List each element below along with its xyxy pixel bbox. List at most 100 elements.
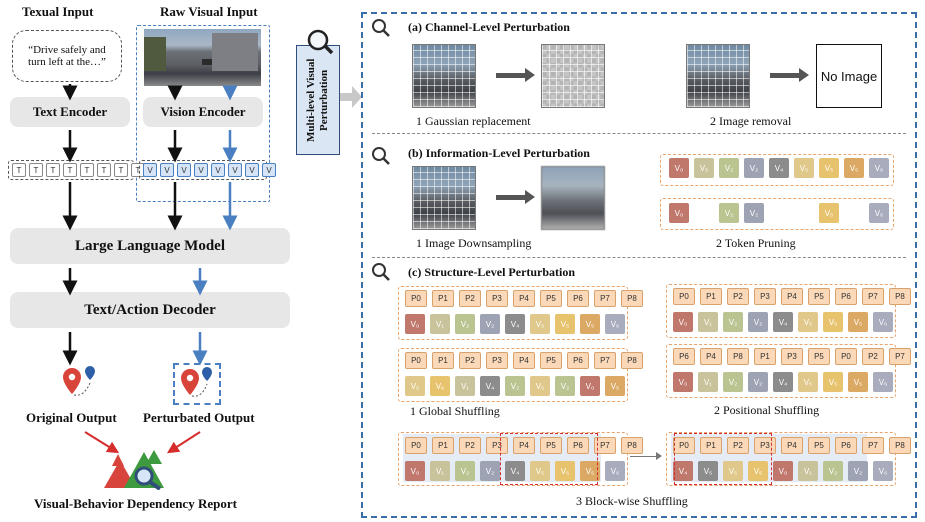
vision-token: V (194, 163, 208, 177)
visual-token: V₆ (869, 203, 889, 223)
visual-token: V₁ (798, 461, 818, 481)
original-output-pin-icon (60, 364, 100, 400)
visual-token: V₂ (505, 376, 525, 396)
position-token: P0 (405, 437, 427, 454)
position-token: P7 (862, 437, 884, 454)
visual-token: V₁ (430, 314, 450, 334)
visual-token: V₅ (555, 314, 575, 334)
visual-token: V₅ (819, 203, 839, 223)
position-token: P4 (513, 437, 535, 454)
position-token: P8 (621, 290, 643, 307)
raw-visual-input-header: Raw Visual Input (160, 4, 258, 19)
position-token: P4 (781, 437, 803, 454)
visual-token: V₅ (823, 312, 843, 332)
text-token-row: T T T T T T T T (12, 163, 145, 177)
visual-token: V₅ (798, 312, 818, 332)
vision-token: V (211, 163, 225, 177)
flow-arrow-icon (340, 86, 362, 108)
visual-token (694, 203, 714, 223)
visual-token: V₁ (698, 372, 718, 392)
right-panel-frame (361, 12, 917, 518)
visual-token (844, 203, 864, 223)
visual-token (769, 203, 789, 223)
position-token: P6 (567, 437, 589, 454)
global-shuffle-top-frame (398, 286, 628, 340)
block-wise-shuffling-caption: 3 Block-wise Shuffling (576, 494, 688, 508)
position-token: P3 (754, 288, 776, 305)
visual-token: V₅ (530, 461, 550, 481)
image-downsampling-caption: 1 Image Downsampling (416, 236, 532, 250)
visual-token: V₅ (848, 372, 868, 392)
decoder-box: Text/Action Decoder (10, 292, 290, 328)
visual-token: V₂ (719, 203, 739, 223)
grid-image-original (686, 44, 750, 108)
visual-token: V₆ (873, 372, 893, 392)
text-token: T (114, 163, 128, 177)
global-shuffling-caption: 1 Global Shuffling (410, 404, 500, 418)
vision-encoder-box: Vision Encoder (143, 97, 263, 127)
token-pruning-bottom-frame (660, 198, 894, 230)
vision-token: V (245, 163, 259, 177)
section-divider (372, 257, 906, 258)
visual-token: V₄ (673, 461, 693, 481)
visual-token: V₅ (848, 312, 868, 332)
visual-token: V₅ (405, 376, 425, 396)
position-token: P4 (513, 352, 535, 369)
visual-token: V₆ (873, 461, 893, 481)
visual-token: V₂ (723, 372, 743, 392)
position-token: P5 (808, 348, 830, 365)
visual-token: V₄ (769, 158, 789, 178)
visual-token: V₅ (723, 461, 743, 481)
visual-token: V₄ (773, 312, 793, 332)
visual-token: V₅ (798, 372, 818, 392)
vision-token: V (262, 163, 276, 177)
visual-token: V₀ (773, 461, 793, 481)
global-shuffle-bottom-frame (398, 348, 628, 402)
visual-token: V₄ (773, 372, 793, 392)
llm-box: Large Language Model (10, 228, 290, 264)
visual-token: V₂ (480, 461, 500, 481)
left-flow-arrows (62, 84, 238, 454)
visual-token: V₀ (669, 203, 689, 223)
visual-token: V₁ (455, 376, 475, 396)
visual-token: V₂ (748, 372, 768, 392)
text-token: T (12, 163, 26, 177)
section-divider (372, 133, 906, 134)
arrow-icon (496, 190, 535, 204)
position-token: P7 (594, 437, 616, 454)
position-token: P8 (621, 437, 643, 454)
perturbation-label-box: Multi-level Visual Perturbation (296, 45, 340, 155)
visual-token: V₀ (673, 372, 693, 392)
position-token: P7 (594, 290, 616, 307)
position-token: P3 (486, 290, 508, 307)
visual-token: V₀ (580, 376, 600, 396)
text-token: T (29, 163, 43, 177)
magnifier-icon (372, 263, 390, 281)
gaussian-replacement-caption: 1 Gaussian replacement (416, 114, 531, 128)
perturbated-output-label: Perturbated Output (143, 410, 255, 425)
position-token: P3 (781, 348, 803, 365)
perturbated-output-frame (173, 363, 221, 405)
block-red-frame (500, 433, 598, 485)
position-token: P1 (432, 437, 454, 454)
position-token: P8 (889, 288, 911, 305)
position-token: P2 (862, 348, 884, 365)
magnifier-icon (372, 19, 390, 37)
vision-token-row: V V V V V V V V (143, 163, 276, 177)
visual-token: V₅ (794, 158, 814, 178)
position-token: P1 (700, 437, 722, 454)
token-pruning-top-frame (660, 154, 894, 186)
vision-token: V (160, 163, 174, 177)
street-scene-image (144, 29, 261, 86)
visual-token: V₆ (430, 376, 450, 396)
visual-token (794, 203, 814, 223)
image-removal-caption: 2 Image removal (710, 114, 792, 128)
